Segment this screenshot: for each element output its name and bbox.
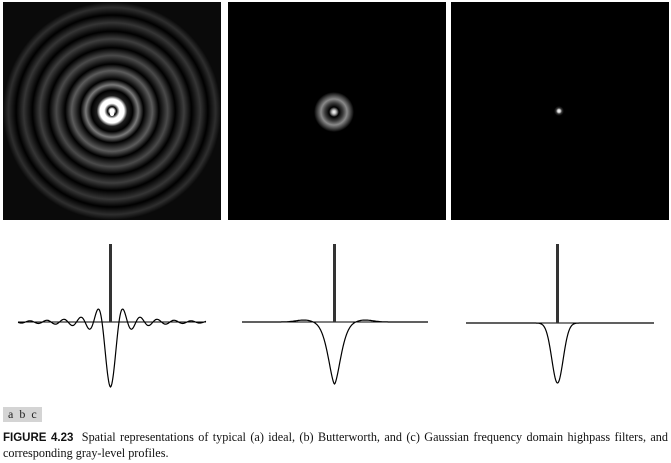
ideal-filter-image (3, 2, 221, 220)
gaussian-filter-dot (451, 2, 669, 220)
profile-c-curve (466, 322, 654, 384)
subfigure-label-b: b (19, 407, 26, 421)
subfigure-label-a: a (8, 407, 14, 421)
profile-b (242, 244, 428, 385)
profile-a (17, 244, 207, 388)
subfigure-label-c: c (31, 407, 37, 421)
gray-level-profiles (17, 244, 654, 388)
profile-b-curve (242, 319, 428, 385)
ideal-filter-rings (3, 2, 221, 220)
subfigure-labels: a b c (3, 407, 42, 422)
caption-text: Spatial representations of typical (a) i… (3, 430, 668, 460)
butterworth-filter-ring (228, 2, 446, 220)
profile-a-curve (17, 308, 207, 388)
butterworth-filter-image (228, 2, 446, 220)
figure-number: FIGURE 4.23 (3, 432, 74, 444)
gaussian-filter-image (451, 2, 669, 220)
profile-c (466, 244, 654, 384)
figure-caption: FIGURE 4.23 Spatial representations of t… (3, 430, 668, 461)
